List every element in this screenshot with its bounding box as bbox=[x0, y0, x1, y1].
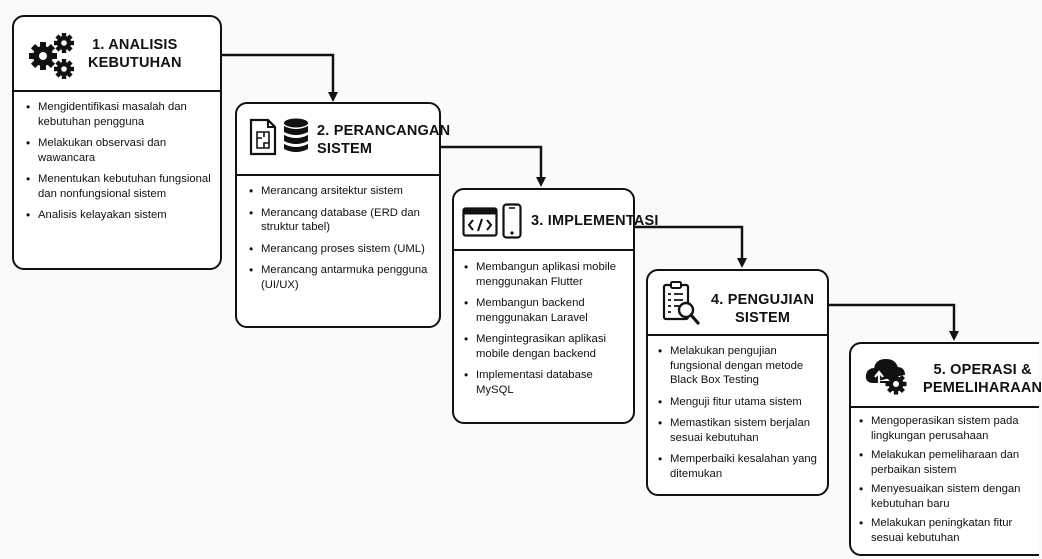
stage-3-title-line-1: 3. IMPLEMENTASI bbox=[531, 213, 659, 229]
checklist-magnifier-icon bbox=[662, 280, 700, 331]
stage-1-bullet-2: Melakukan observasi dan wawancara bbox=[26, 136, 212, 165]
arrow-2-to-3 bbox=[441, 145, 546, 187]
mobile-phone-icon bbox=[502, 203, 522, 244]
stage-4-title-line-1: 4. PENGUJIAN bbox=[711, 292, 815, 308]
database-icon bbox=[283, 118, 309, 159]
code-window-icon bbox=[462, 207, 498, 242]
stage-1-card: 1. ANALISIS KEBUTUHAN Mengidentifikasi m… bbox=[12, 15, 222, 270]
stage-5-bullet-1: Mengoperasikan sistem pada lingkungan pe… bbox=[859, 414, 1039, 443]
cloud-gear-icon bbox=[865, 356, 909, 401]
stage-2-bullet-2: Merancang database (ERD dan struktur tab… bbox=[249, 206, 433, 235]
stage-4-title-line-2: SISTEM bbox=[734, 310, 791, 326]
stage-3-bullet-1: Membangun aplikasi mobile menggunakan Fl… bbox=[464, 260, 630, 289]
stage-1-title-line-2: KEBUTUHAN bbox=[88, 55, 182, 71]
stage-3-bullet-2: Membangun backend menggunakan Laravel bbox=[464, 296, 630, 325]
stage-2-bullet-3: Merancang proses sistem (UML) bbox=[249, 242, 433, 257]
stage-3-bullet-3: Mengintegrasikan aplikasi mobile dengan … bbox=[464, 332, 630, 361]
stage-5-title-line-1: 5. OPERASI & bbox=[933, 362, 1032, 378]
stage-1-bullet-1: Mengidentifikasi masalah dan kebutuhan p… bbox=[26, 100, 212, 129]
stage-4-bullet-4: Memperbaiki kesalahan yang ditemukan bbox=[658, 452, 824, 481]
stage-5-card: 5. OPERASI & PEMELIHARAAN Mengoperasikan… bbox=[849, 342, 1042, 556]
stage-3-list: Membangun aplikasi mobile menggunakan Fl… bbox=[464, 260, 630, 404]
stage-5-bullet-3: Menyesuaikan sistem dengan kebutuhan bar… bbox=[859, 482, 1039, 511]
stage-2-card: 2. PERANCANGAN SISTEM Merancang arsitekt… bbox=[235, 102, 450, 328]
stage-2-title-line-2: SISTEM bbox=[317, 141, 373, 157]
stage-4-bullet-3: Memastikan sistem berjalan sesuai kebutu… bbox=[658, 416, 824, 445]
stage-5-title-line-2: PEMELIHARAAN bbox=[923, 380, 1042, 396]
stage-2-bullet-4: Merancang antarmuka pengguna (UI/UX) bbox=[249, 263, 433, 292]
stage-5-bullet-2: Melakukan pemeliharaan dan perbaikan sis… bbox=[859, 448, 1039, 477]
stage-4-title: 4. PENGUJIAN SISTEM bbox=[711, 291, 814, 327]
blueprint-icon bbox=[248, 118, 278, 161]
stage-5-list: Mengoperasikan sistem pada lingkungan pe… bbox=[859, 414, 1039, 550]
stage-1-title: 1. ANALISIS KEBUTUHAN bbox=[88, 36, 182, 72]
stage-2-list: Merancang arsitektur sistem Merancang da… bbox=[249, 184, 433, 299]
stage-3-title: 3. IMPLEMENTASI bbox=[531, 212, 659, 230]
gears-icon bbox=[26, 29, 78, 86]
arrow-1-to-2 bbox=[222, 53, 338, 102]
stage-4-card: 4. PENGUJIAN SISTEM Melakukan pengujian … bbox=[646, 269, 829, 496]
stage-1-bullet-3: Menentukan kebutuhan fungsional dan nonf… bbox=[26, 172, 212, 201]
stage-5-bullet-4: Melakukan peningkatan fitur sesuai kebut… bbox=[859, 516, 1039, 545]
arrow-3-to-4 bbox=[635, 225, 747, 268]
stage-1-title-line-1: 1. ANALISIS bbox=[92, 37, 178, 53]
arrow-4-to-5 bbox=[829, 303, 959, 341]
stage-5-title: 5. OPERASI & PEMELIHARAAN bbox=[923, 361, 1042, 397]
stage-2-title: 2. PERANCANGAN SISTEM bbox=[317, 122, 450, 158]
stage-3-card: 3. IMPLEMENTASI Membangun aplikasi mobil… bbox=[452, 188, 658, 424]
stage-1-bullet-4: Analisis kelayakan sistem bbox=[26, 208, 212, 223]
stage-3-bullet-4: Implementasi database MySQL bbox=[464, 368, 630, 397]
stage-2-bullet-1: Merancang arsitektur sistem bbox=[249, 184, 433, 199]
stage-4-bullet-1: Melakukan pengujian fungsional dengan me… bbox=[658, 344, 824, 388]
stage-1-list: Mengidentifikasi masalah dan kebutuhan p… bbox=[26, 100, 212, 230]
stage-2-title-line-1: 2. PERANCANGAN bbox=[317, 123, 451, 139]
stage-4-list: Melakukan pengujian fungsional dengan me… bbox=[658, 344, 824, 488]
stage-4-bullet-2: Menguji fitur utama sistem bbox=[658, 395, 824, 410]
